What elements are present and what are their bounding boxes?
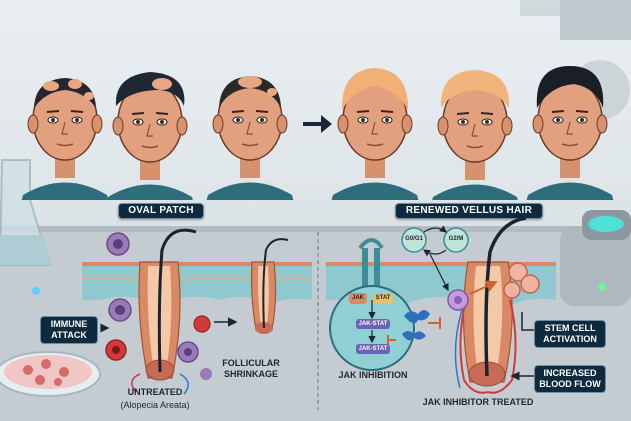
caption-renewed-vellus: RENEWED VELLUS HAIR: [395, 203, 543, 219]
label-follicular-shrinkage: FOLLICULAR SHRINKAGE: [222, 358, 280, 379]
receptor: [358, 238, 384, 294]
follicle-shrunk: [250, 238, 289, 334]
label-immune-attack: IMMUNE ATTACK: [40, 316, 98, 344]
jak-stat-badge-2: JAK-STAT: [356, 344, 390, 354]
title-jak-inhibitor-treated: JAK INHIBITOR TREATED: [422, 397, 534, 407]
title-untreated: UNTREATED: [127, 387, 183, 397]
lab-device-right: [560, 210, 631, 306]
cell-cycle-g0g1: G0/G1: [405, 236, 423, 242]
cell-cycle-g2m: G2/M: [448, 236, 464, 242]
jak-inhibitor-drug: [387, 310, 441, 345]
label-jak-inhibition: JAK INHIBITION: [338, 370, 408, 380]
face-regrowth-2: [428, 70, 522, 200]
label-increased-blood-flow: INCREASED BLOOD FLOW: [534, 365, 606, 393]
stat-badge: STAT: [373, 293, 393, 304]
skin-left: [82, 262, 312, 304]
cell-cycle: [401, 225, 469, 292]
jak-badge: JAK: [349, 293, 367, 304]
face-patchy-2: [103, 72, 197, 200]
stem-cells: [447, 262, 540, 311]
face-patchy-1: [18, 78, 112, 200]
caption-oval-patch: OVAL PATCH: [118, 203, 204, 219]
label-stem-cell-activation: STEM CELL ACTIVATION: [534, 320, 606, 348]
follicle-untreated: [131, 228, 197, 395]
jak-stat-badge-1: JAK-STAT: [356, 319, 390, 329]
immune-cells: [105, 232, 212, 380]
portrait-row: [18, 66, 617, 200]
subtitle-alopecia-areata: (Alopecia Areata): [120, 400, 190, 410]
face-regrowth-1: [328, 68, 422, 200]
flask-left: [0, 159, 52, 266]
face-patchy-3: [203, 76, 297, 200]
face-regrowth-3: [523, 66, 617, 200]
progress-arrow: [303, 115, 332, 133]
petri-dish: [0, 351, 101, 397]
